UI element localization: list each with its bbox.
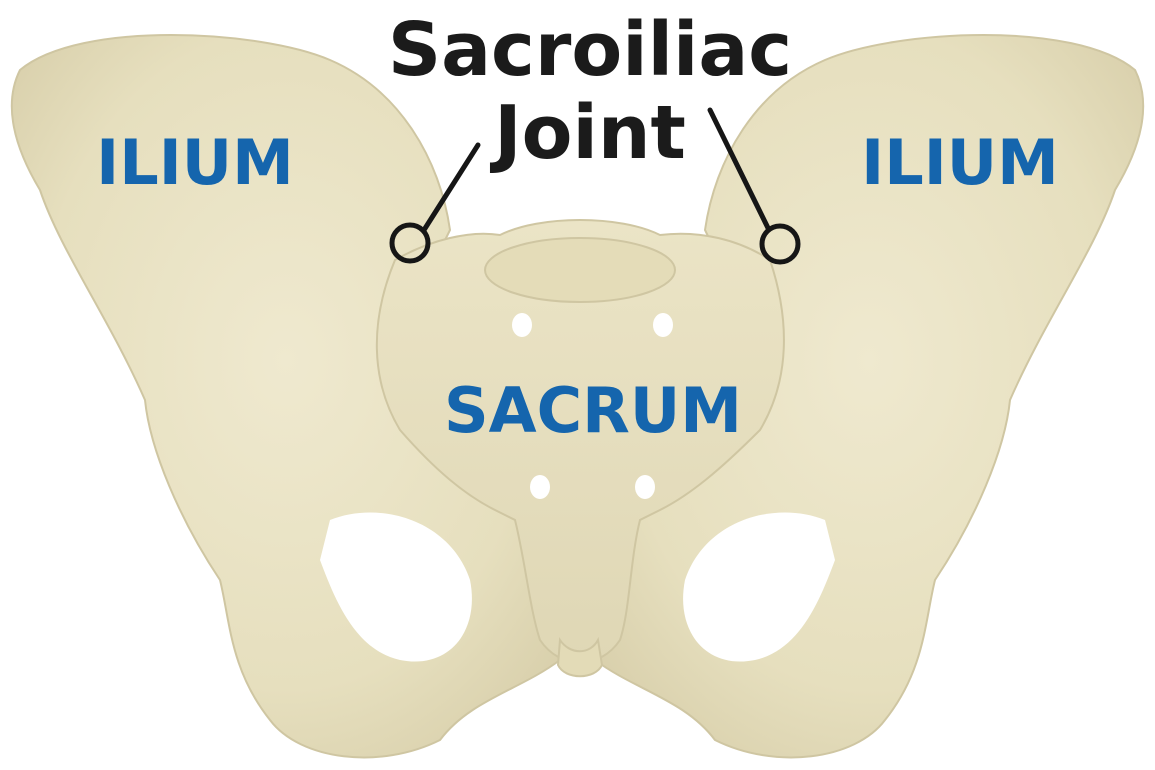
sacrum-label: SACRUM <box>444 374 742 447</box>
ilium-right-label: ILIUM <box>861 126 1059 199</box>
sacral-foramen-4 <box>635 475 655 499</box>
sacral-foramen-3 <box>530 475 550 499</box>
sacral-foramen-1 <box>512 313 532 337</box>
title-line2: Joint <box>489 90 686 176</box>
sacral-promontory <box>485 238 675 302</box>
ilium-left-label: ILIUM <box>96 126 294 199</box>
sacral-foramen-2 <box>653 313 673 337</box>
title-line1: Sacroiliac <box>388 7 792 93</box>
